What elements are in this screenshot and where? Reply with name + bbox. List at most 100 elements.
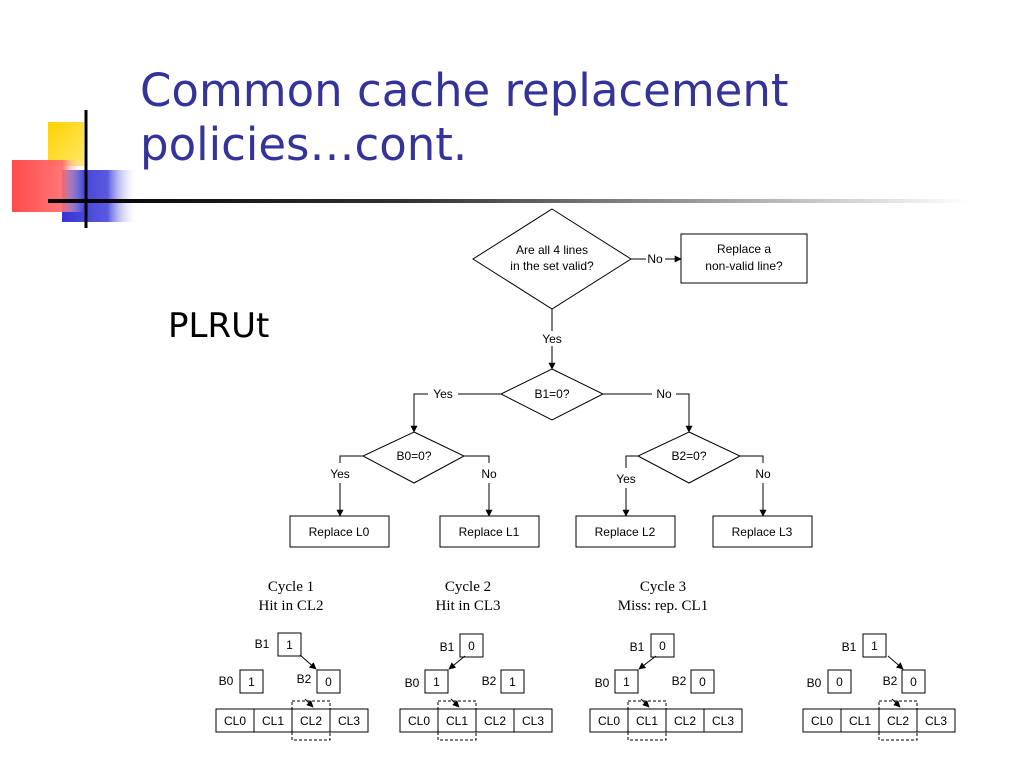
- target-line-highlight: [437, 700, 477, 741]
- cache-line-label: CL0: [598, 714, 620, 728]
- q-b1-text: B1=0?: [534, 387, 569, 401]
- bit-value-b0: 0: [836, 675, 843, 689]
- no-label-top: No: [647, 252, 663, 266]
- q-valid-text-1: Are all 4 lines: [516, 243, 588, 257]
- logo-red-bar: [12, 160, 84, 212]
- state-caption-line1: Cycle 1: [268, 579, 314, 595]
- replace-nonvalid-text-1: Replace a: [717, 242, 771, 256]
- cache-line-label: CL2: [300, 714, 322, 728]
- b0-yes-branch: [339, 455, 363, 463]
- bit-box-b1: [862, 633, 887, 658]
- replace-l3-text: Replace L3: [732, 525, 793, 539]
- slide-title: Common cache replacement policies…cont.: [140, 64, 1000, 172]
- b1-yes-branch-2: [410, 393, 428, 433]
- bit-value-b2: 0: [699, 675, 706, 689]
- title-line-2: policies…cont.: [140, 118, 468, 171]
- bit-label-b0: B0: [219, 674, 234, 688]
- q-b2-text: B2=0?: [671, 449, 706, 463]
- bit-value-b0: 1: [623, 675, 630, 689]
- cache-line-label: CL1: [262, 714, 284, 728]
- bit-label-b1: B1: [842, 640, 857, 654]
- cache-line-label: CL0: [408, 714, 430, 728]
- b1-no-branch-2: [676, 393, 693, 433]
- target-pointer-arrow: [450, 698, 460, 708]
- state-caption-line1: Cycle 3: [640, 579, 686, 595]
- bit-label-b1: B1: [630, 640, 645, 654]
- title-line-1: Common cache replacement: [140, 64, 789, 117]
- cache-line-label: CL3: [925, 714, 947, 728]
- b0-no-branch: [464, 455, 490, 463]
- bit-box-b2: [316, 669, 341, 694]
- title-underline: [48, 199, 968, 203]
- bit-box-b2: [500, 669, 525, 694]
- state-caption-line1: Cycle 2: [445, 579, 491, 595]
- cache-line-label: CL0: [811, 714, 833, 728]
- replace-nonvalid-box: [680, 233, 808, 284]
- target-line-highlight: [627, 700, 667, 741]
- bit-box-b0: [614, 669, 639, 694]
- bit-value-b1: 1: [871, 639, 878, 653]
- pointer-arrow: [299, 654, 317, 670]
- cache-line-label: CL2: [484, 714, 506, 728]
- b1-yes-label: Yes: [433, 387, 453, 401]
- replace-l1-text: Replace L1: [459, 525, 520, 539]
- b0-no-label: No: [481, 467, 497, 481]
- state-caption-line2: Hit in CL3: [435, 598, 500, 614]
- q-b0-text: B0=0?: [396, 449, 431, 463]
- yes-label-top: Yes: [542, 332, 562, 346]
- bit-label-b2: B2: [482, 674, 497, 688]
- replace-l1-box: [439, 515, 540, 548]
- replace-l2-box: [575, 515, 676, 548]
- cache-line-label: CL3: [712, 714, 734, 728]
- bit-value-b1: 0: [659, 639, 666, 653]
- bit-box-b0: [827, 669, 852, 694]
- bit-label-b2: B2: [297, 672, 312, 686]
- cache-line-label: CL1: [849, 714, 871, 728]
- replace-l3-box: [712, 515, 813, 548]
- pointer-arrow: [638, 655, 657, 670]
- cache-line-label: CL3: [338, 714, 360, 728]
- bit-label-b2: B2: [672, 674, 687, 688]
- bit-value-b0: 1: [248, 675, 255, 689]
- target-pointer-arrow: [891, 698, 901, 708]
- section-label: PLRUt: [168, 306, 270, 346]
- bit-label-b1: B1: [440, 640, 455, 654]
- cache-line-cell: [703, 708, 743, 733]
- bit-label-b0: B0: [807, 676, 822, 690]
- pointer-arrow: [887, 655, 904, 670]
- logo-yellow-square: [48, 122, 84, 166]
- b2-no-label: No: [755, 467, 771, 481]
- pointer-arrow: [448, 655, 466, 670]
- replace-l0-box: [289, 515, 390, 548]
- bit-box-b1: [459, 633, 484, 658]
- cache-line-label: CL2: [887, 714, 909, 728]
- target-pointer-arrow: [304, 698, 314, 708]
- replace-l2-text: Replace L2: [595, 525, 656, 539]
- state-caption-line2: Miss: rep. CL1: [618, 598, 708, 614]
- decision-b2: [636, 431, 742, 484]
- b1-no-label: No: [656, 387, 672, 401]
- cache-line-label: CL1: [446, 714, 468, 728]
- cache-line-cell: [513, 708, 553, 733]
- bit-label-b2: B2: [883, 674, 898, 688]
- target-line-highlight: [291, 700, 331, 741]
- bit-box-b0: [424, 669, 449, 694]
- b2-yes-branch: [625, 455, 638, 468]
- bit-box-b1: [277, 632, 302, 657]
- cache-line-label: CL2: [674, 714, 696, 728]
- bit-label-b1: B1: [255, 637, 270, 651]
- bit-label-b0: B0: [595, 676, 610, 690]
- target-pointer-arrow: [640, 698, 650, 708]
- bit-value-b1: 1: [286, 638, 293, 652]
- decision-b0: [361, 431, 466, 484]
- bit-box-b1: [650, 633, 675, 658]
- decision-b1: [499, 368, 605, 421]
- bit-label-b0: B0: [405, 676, 420, 690]
- cache-line-label: CL1: [636, 714, 658, 728]
- cache-line-label: CL3: [522, 714, 544, 728]
- b2-yes-label: Yes: [616, 472, 636, 486]
- cache-line-label: CL0: [224, 714, 246, 728]
- b0-yes-label: Yes: [330, 467, 350, 481]
- bit-value-b0: 1: [433, 675, 440, 689]
- bit-box-b0: [239, 669, 264, 694]
